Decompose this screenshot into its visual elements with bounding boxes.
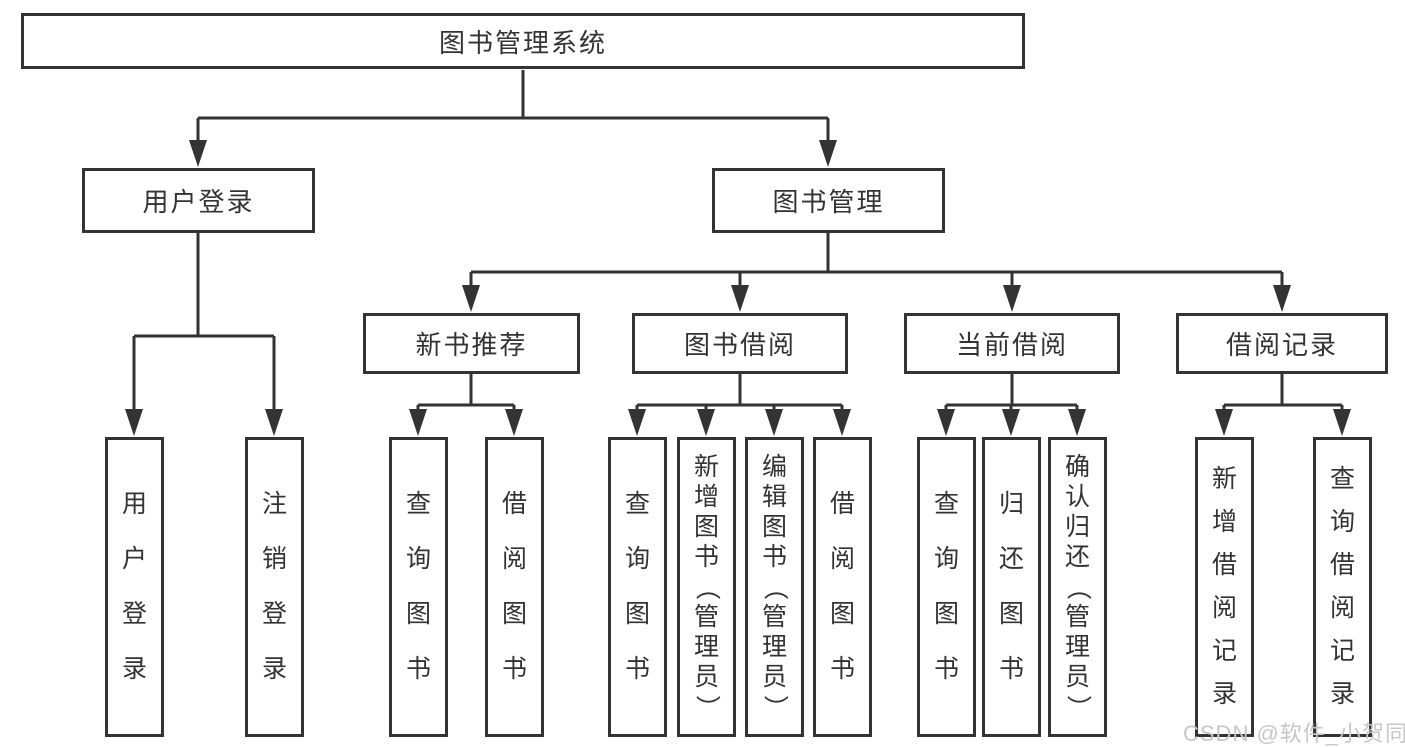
arrow-leaf [765,409,783,436]
arrow-leaf [937,409,955,436]
arrow-to-leaf-user-login [125,409,143,436]
arrow-leaf [505,409,523,436]
leaf-borrow-books: 借阅图书 [813,437,872,737]
leaf-borrow-books-recommend: 借阅图书 [485,437,544,737]
arrow-leaf [409,409,427,436]
leaf-add-borrow-record: 新增借阅记录 [1195,437,1254,737]
node-new-book-recommendation: 新书推荐 [363,313,580,374]
arrow-leaf [1068,409,1086,436]
node-library-management-system: 图书管理系统 [21,13,1025,69]
arrow-leaf [1002,409,1020,436]
node-current-borrowing: 当前借阅 [904,313,1120,374]
arrow-to-book-management [819,140,837,167]
leaf-add-book-admin: 新增图书（管理员） [677,437,736,737]
watermark: CSDN @软件_小贺同学 [1183,721,1405,746]
node-book-borrowing: 图书借阅 [632,313,848,374]
leaf-search-books-recommend: 查询图书 [389,437,448,737]
arrow-to-borrow-record [1273,285,1291,312]
arrow-to-book-borrow [731,285,749,312]
arrow-to-current-borrow [1003,285,1021,312]
leaf-user-login: 用户登录 [105,437,164,737]
leaf-return-books: 归还图书 [982,437,1041,737]
leaf-search-books-current: 查询图书 [917,437,976,737]
arrow-to-new-book [462,285,480,312]
leaf-search-books-borrow: 查询图书 [608,437,667,737]
leaf-confirm-return-admin: 确认归还（管理员） [1048,437,1107,737]
leaf-search-borrow-record: 查询借阅记录 [1313,437,1372,737]
arrow-leaf [1215,409,1233,436]
arrow-leaf [833,409,851,436]
leaf-logout: 注销登录 [245,437,304,737]
node-borrowing-records: 借阅记录 [1176,313,1388,374]
node-user-login: 用户登录 [82,168,315,233]
arrow-leaf [628,409,646,436]
arrow-leaf [697,409,715,436]
arrow-leaf [1333,409,1351,436]
arrow-to-user-login [189,140,207,167]
node-book-management: 图书管理 [712,168,945,233]
leaf-edit-book-admin: 编辑图书（管理员） [745,437,804,737]
arrow-to-leaf-logout [265,409,283,436]
